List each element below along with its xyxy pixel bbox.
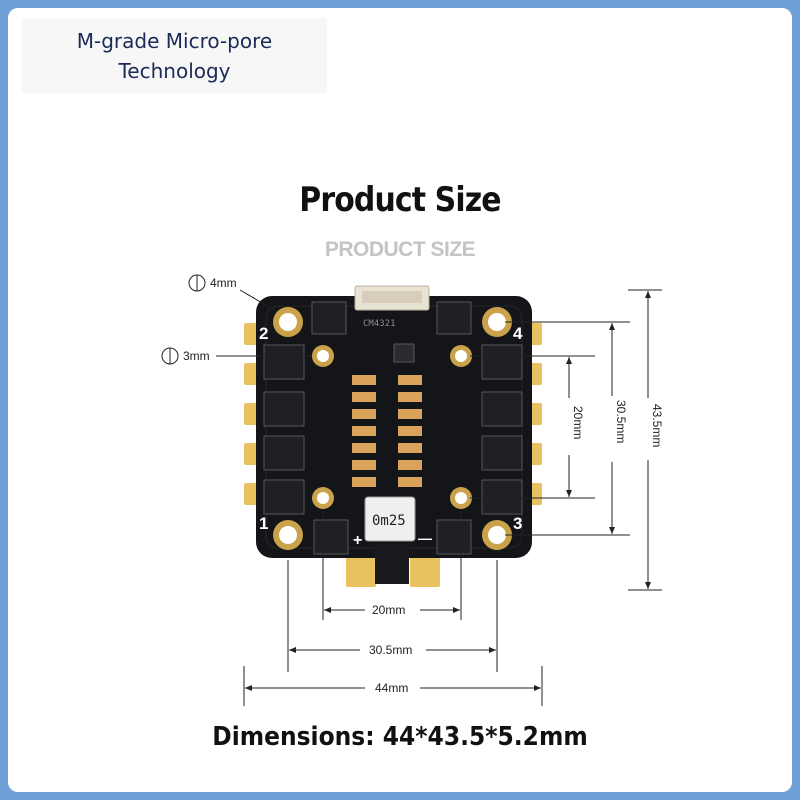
- dimension-bottom-20mm: [322, 510, 462, 620]
- dimension-bottom-44mm: [243, 666, 543, 706]
- dimensions-footer: Dimensions: 44*43.5*5.2mm: [212, 722, 588, 752]
- feature-badge: M-grade Micro-pore Technology: [22, 18, 327, 93]
- mounting-holes-small: [312, 345, 472, 509]
- dimension-right-43mm: [628, 289, 662, 591]
- dimension-right-30mm: [505, 321, 630, 536]
- capacitors: [352, 375, 422, 487]
- corner-number-4: 4: [513, 324, 523, 343]
- corner-number-3: 3: [513, 514, 522, 533]
- dimension-bottom-44mm-label: 44mm: [375, 681, 408, 695]
- callout-3mm-label: 3mm: [183, 349, 210, 363]
- dimension-bottom-20mm-label: 20mm: [372, 603, 405, 617]
- callout-3mm: 3mm: [161, 347, 312, 365]
- chip-label: CM4321: [363, 319, 396, 329]
- shunt-resistor: [364, 496, 416, 542]
- badge-line-1: M-grade Micro-pore: [76, 29, 273, 53]
- corner-number-2: 2: [259, 324, 268, 343]
- mosfets: [263, 301, 523, 555]
- dimension-right-30mm-label: 30.5mm: [614, 400, 628, 443]
- dimension-right-20mm: [470, 355, 595, 499]
- shunt-label: 0m25: [372, 513, 406, 529]
- callout-4mm-label: 4mm: [210, 276, 237, 290]
- minus-sign: —: [418, 530, 432, 546]
- plus-sign: +: [353, 532, 362, 549]
- callout-4mm: 4mm: [188, 274, 277, 312]
- page-title: Product Size: [299, 180, 501, 220]
- page-subtitle: PRODUCT SIZE: [324, 238, 476, 261]
- dimension-right-43mm-label: 43.5mm: [650, 404, 664, 447]
- badge-line-2: Technology: [118, 59, 231, 83]
- mounting-holes-large: [273, 307, 512, 550]
- dimension-bottom-30mm: [287, 560, 498, 672]
- dimension-bottom-30mm-label: 30.5mm: [369, 643, 412, 657]
- dimension-right-20mm-label: 20mm: [571, 406, 585, 439]
- corner-number-1: 1: [259, 514, 268, 533]
